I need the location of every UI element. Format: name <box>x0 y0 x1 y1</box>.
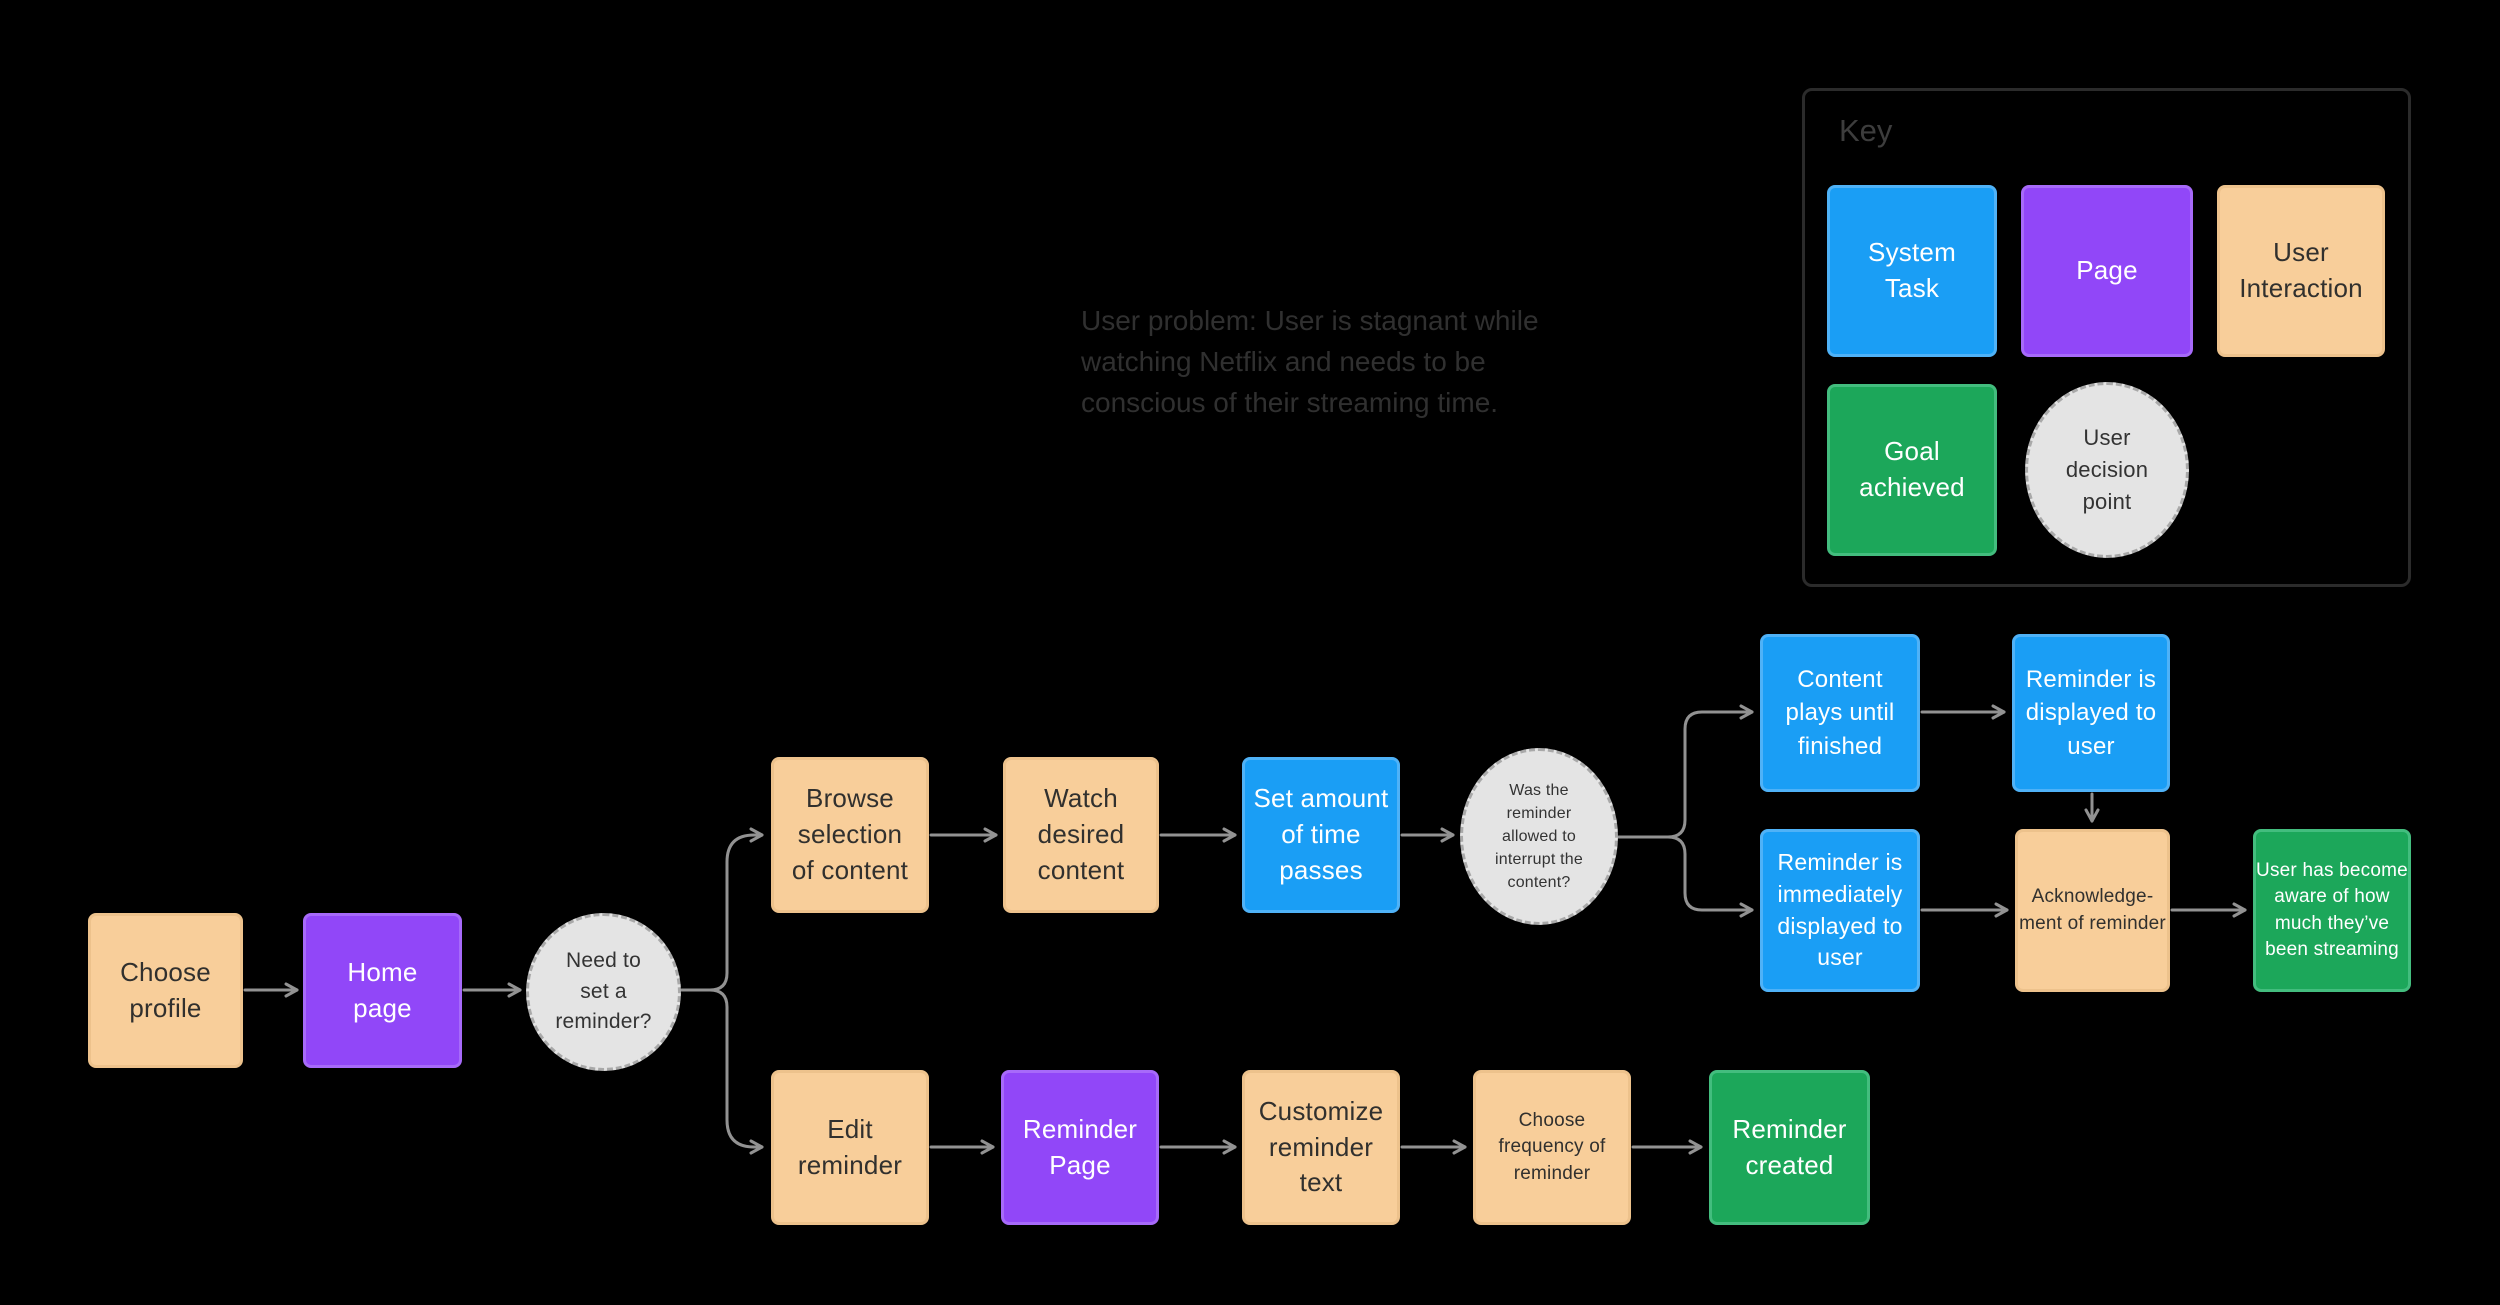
key-item-system-task[interactable]: System Task <box>1827 185 1997 357</box>
node-was-reminder-allowed-decision[interactable]: Was the reminder allowed to interrupt th… <box>1460 748 1618 925</box>
node-customize-reminder-text[interactable]: Customize reminder text <box>1242 1070 1400 1225</box>
key-item-goal-achieved[interactable]: Goal achieved <box>1827 384 1997 556</box>
node-set-amount-of-time[interactable]: Set amount of time passes <box>1242 757 1400 913</box>
key-title: Key <box>1839 113 1893 148</box>
node-reminder-displayed-to-user[interactable]: Reminder is displayed to user <box>2012 634 2170 792</box>
key-item-user-interaction[interactable]: User Interaction <box>2217 185 2385 357</box>
node-home-page[interactable]: Home page <box>303 913 462 1068</box>
key-item-page[interactable]: Page <box>2021 185 2193 357</box>
node-reminder-immediately-displayed[interactable]: Reminder is immediately displayed to use… <box>1760 829 1920 992</box>
node-need-reminder-decision[interactable]: Need to set a reminder? <box>526 913 681 1071</box>
node-browse-selection[interactable]: Browse selection of content <box>771 757 929 913</box>
connector-was-reminder-to-reminder-immediate <box>1617 835 1754 918</box>
connector-need-reminder-to-browse-selection <box>680 827 764 992</box>
node-choose-frequency[interactable]: Choose frequency of reminder <box>1473 1070 1631 1225</box>
node-choose-profile[interactable]: Choose profile <box>88 913 243 1068</box>
key-panel[interactable]: Key System Task Page User Interaction Go… <box>1802 88 2411 587</box>
node-user-aware-of-streaming[interactable]: User has become aware of how much they’v… <box>2253 829 2411 992</box>
user-problem-note[interactable]: User problem: User is stagnant while wat… <box>1081 305 1539 418</box>
node-reminder-page[interactable]: Reminder Page <box>1001 1070 1159 1225</box>
node-reminder-created[interactable]: Reminder created <box>1709 1070 1870 1225</box>
node-content-plays-until-finished[interactable]: Content plays until finished <box>1760 634 1920 792</box>
connector-need-reminder-to-edit-reminder <box>680 988 764 1155</box>
connector-was-reminder-to-content-plays <box>1617 704 1754 839</box>
node-acknowledgement-of-reminder[interactable]: Acknowledge- ment of reminder <box>2015 829 2170 992</box>
node-edit-reminder[interactable]: Edit reminder <box>771 1070 929 1225</box>
key-item-user-decision-point[interactable]: User decision point <box>2025 382 2189 558</box>
node-watch-desired-content[interactable]: Watch desired content <box>1003 757 1159 913</box>
